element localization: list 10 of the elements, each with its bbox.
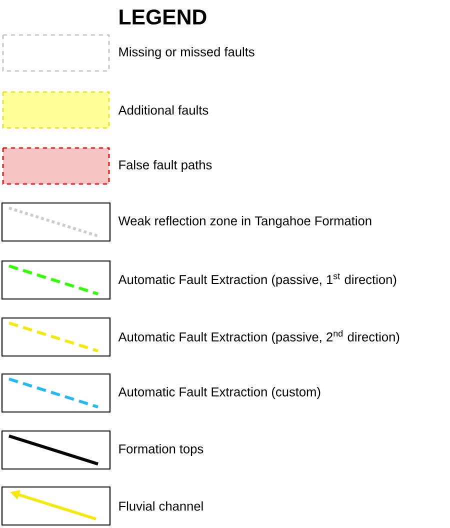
legend-label: Automatic Fault Extraction (passive, 2$^{nd}$ direction) [118,330,400,344]
legend-label: False fault paths [119,160,212,172]
legend-label: Automatic Fault Extraction (custom) [118,387,320,399]
legend-label: Additional faults [118,105,208,115]
legend-title: LEGEND [120,9,206,25]
legend-label: Formation tops [119,444,204,456]
legend-label: Weak reflection zone in Tangahoe Formation [118,216,372,228]
legend-label: Fluvial channel [119,501,203,511]
legend-label: Missing or missed faults [119,47,254,59]
legend-label: Automatic Fault Extraction (passive, 1$^{st}$ direction) [118,273,396,287]
